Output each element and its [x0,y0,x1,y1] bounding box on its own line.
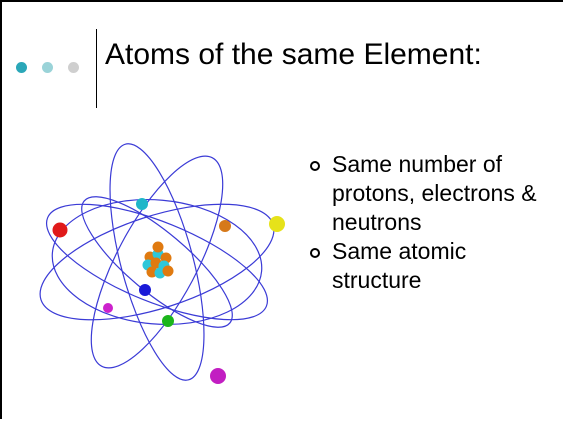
decoration-dot-icon [68,62,79,73]
hollow-circle-bullet-icon [310,248,320,258]
orbit-ellipse [81,196,233,328]
bullet-text: Same atomic structure [332,238,467,293]
bullet-text: Same number of protons, electrons & neut… [332,151,537,235]
electrons [52,198,285,384]
electron [139,284,151,296]
atom-illustration-icon [39,143,285,384]
bullet-list: Same number of protons, electrons & neut… [308,150,558,295]
nucleon [152,241,164,253]
bullet-item: Same number of protons, electrons & neut… [308,150,558,237]
orbit-ellipse [45,203,269,321]
decoration-dot-icon [42,62,53,73]
slide-title: Atoms of the same Element: [105,38,482,71]
electron [162,315,174,327]
electron [103,303,113,313]
title-divider [96,29,97,108]
nucleon [162,265,174,277]
bullet-item: Same atomic structure [308,237,558,295]
electron [210,368,226,384]
orbit-ellipses [39,143,275,381]
electron [52,222,68,238]
decoration-dot-icon [16,62,27,73]
orbit-ellipse [90,155,224,369]
hollow-circle-bullet-icon [310,161,320,171]
nucleon [146,266,158,278]
orbit-ellipse [51,198,263,326]
electron [136,198,148,210]
electron [219,220,231,232]
electron [269,216,285,232]
nucleus [142,241,174,279]
